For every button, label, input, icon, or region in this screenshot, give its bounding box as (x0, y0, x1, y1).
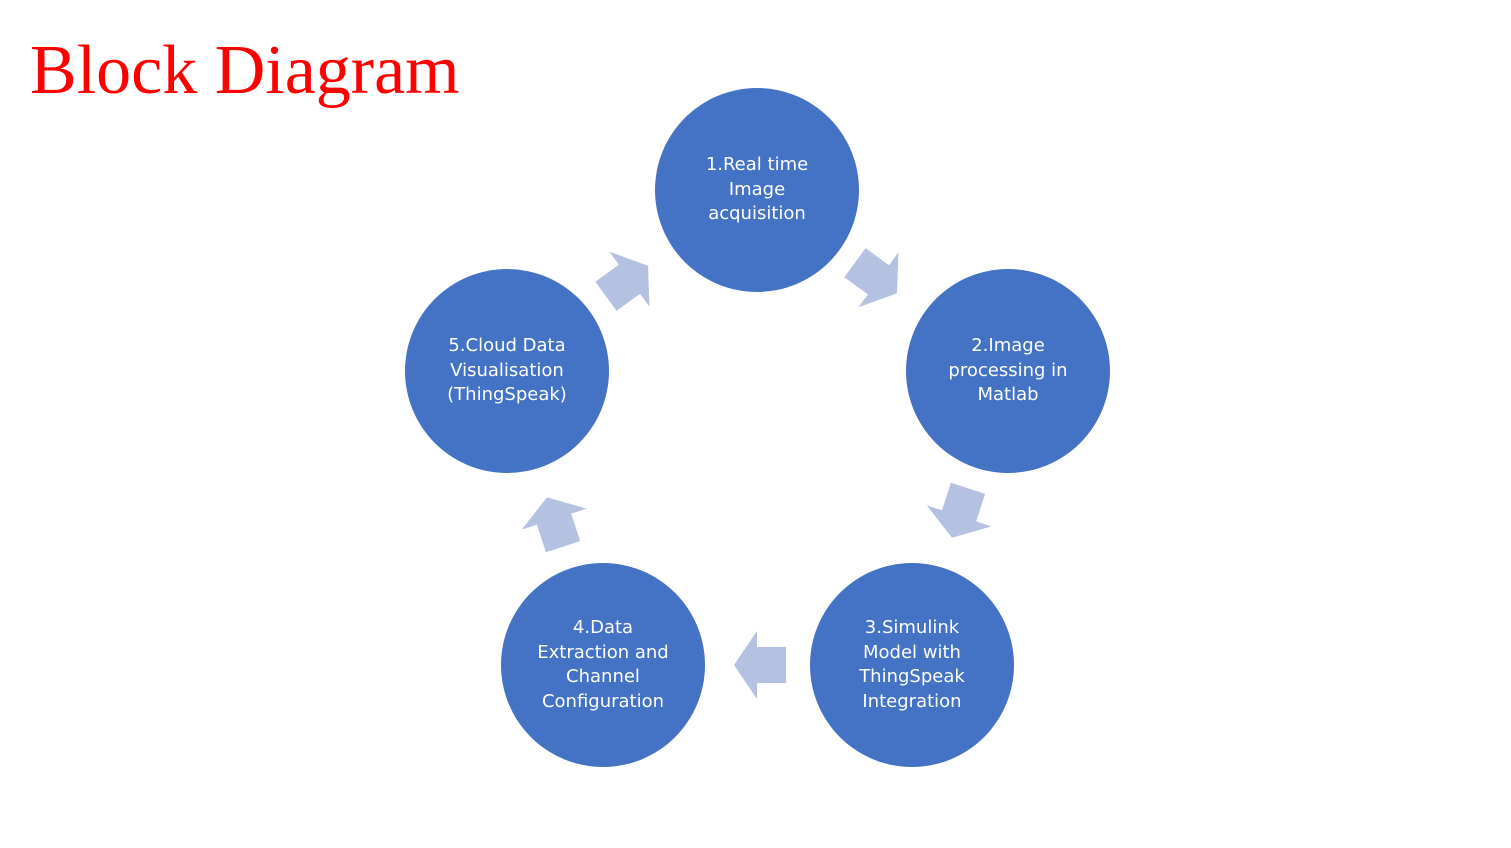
node-label: 2.Image processing in Matlab (948, 335, 1068, 406)
node-cloud-visualisation: 5.Cloud Data Visualisation (ThingSpeak) (405, 269, 609, 473)
arrow-1-to-2 (844, 248, 899, 308)
node-image-processing: 2.Image processing in Matlab (906, 269, 1110, 473)
node-image-acquisition: 1.Real time Image acquisition (655, 88, 859, 292)
node-simulink-model: 3.Simulink Model with ThingSpeak Integra… (810, 563, 1014, 767)
arrow-3-to-4-shape (734, 631, 786, 699)
node-label: 3.Simulink Model with ThingSpeak Integra… (859, 617, 965, 712)
arrow-4-to-5-shape (521, 497, 587, 553)
arrow-2-to-3 (926, 482, 992, 538)
arrow-3-to-4 (734, 631, 786, 699)
slide-title: Block Diagram (30, 32, 460, 109)
node-data-extraction: 4.Data Extraction and Channel Configurat… (501, 563, 705, 767)
arrow-1-to-2-shape (844, 248, 899, 308)
node-label: 1.Real time Image acquisition (705, 154, 809, 225)
arrow-4-to-5 (521, 497, 587, 553)
node-label: 5.Cloud Data Visualisation (ThingSpeak) (447, 335, 567, 406)
arrow-5-to-1 (595, 251, 650, 311)
arrow-2-to-3-shape (926, 482, 992, 538)
node-label: 4.Data Extraction and Channel Configurat… (537, 617, 669, 712)
arrow-5-to-1-shape (595, 251, 650, 311)
